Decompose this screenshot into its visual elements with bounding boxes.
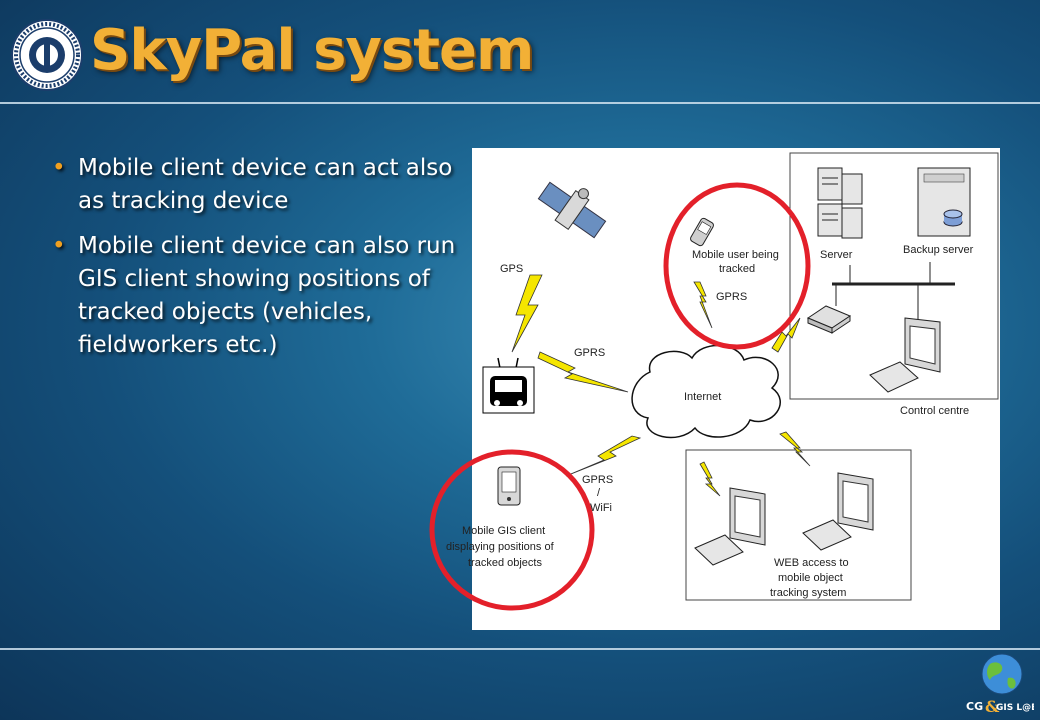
bullet-icon: • — [52, 233, 66, 259]
footer-logo-cg: CG — [966, 700, 983, 713]
lightning-icon — [693, 281, 713, 329]
label-mobile-user: Mobile user being — [692, 249, 779, 261]
bus-icon — [482, 357, 535, 414]
footer-divider — [0, 648, 1040, 650]
label-gps: GPS — [500, 263, 523, 275]
label-gprs-wifi: GPRS — [582, 474, 613, 486]
lightning-icon — [771, 317, 801, 353]
university-seal-icon — [11, 19, 83, 91]
control-centre-box — [789, 152, 999, 400]
bullet-icon: • — [52, 155, 66, 181]
label-gis-client: tracked objects — [468, 557, 542, 569]
mobile-phone-icon — [690, 217, 714, 247]
label-backup-server: Backup server — [903, 244, 974, 256]
lightning-icon — [699, 461, 721, 497]
web-workstation-icon — [802, 472, 874, 551]
label-web-access: tracking system — [770, 587, 846, 599]
lightning-icon — [511, 274, 543, 353]
internet-cloud-icon — [631, 344, 781, 439]
title-divider — [0, 102, 1040, 104]
label-web-access: WEB access to — [774, 557, 849, 569]
lightning-icons — [511, 274, 811, 497]
highlight-circle — [663, 182, 811, 350]
label-gprs-wifi: / — [597, 487, 601, 499]
footer-logo-gis: GIS L@B — [996, 703, 1034, 713]
label-server: Server — [820, 249, 853, 261]
highlight-circle — [429, 449, 595, 611]
bullet-item: •Mobile client device can also run GIS c… — [52, 230, 482, 362]
label-control-centre: Control centre — [900, 405, 969, 417]
bullet-list: •Mobile client device can act also as tr… — [52, 152, 482, 374]
label-gis-client: displaying positions of — [446, 541, 555, 553]
label-web-access: mobile object — [778, 572, 843, 584]
lightning-icon — [565, 435, 642, 477]
label-gis-client: Mobile GIS client — [462, 525, 545, 537]
workstation-icon — [869, 317, 941, 393]
label-gprs-wifi: WiFi — [590, 502, 612, 514]
bullet-item: •Mobile client device can act also as tr… — [52, 152, 482, 218]
satellite-icon — [537, 181, 607, 239]
footer-logo-amp: & — [985, 697, 1000, 716]
web-workstation-icon — [694, 487, 766, 566]
label-gprs-bus: GPRS — [574, 347, 605, 359]
label-gprs-mobile: GPRS — [716, 291, 747, 303]
router-icon — [806, 305, 852, 334]
slide-title: SkyPal system — [90, 18, 534, 83]
pda-icon — [497, 466, 521, 506]
server-icon — [817, 167, 863, 239]
backup-server-icon — [917, 167, 971, 237]
label-mobile-user: tracked — [719, 263, 755, 275]
label-internet: Internet — [684, 391, 721, 403]
lightning-icon — [537, 351, 629, 393]
globe-icon: CG & GIS L@B — [966, 653, 1034, 716]
lightning-icon — [779, 431, 811, 467]
